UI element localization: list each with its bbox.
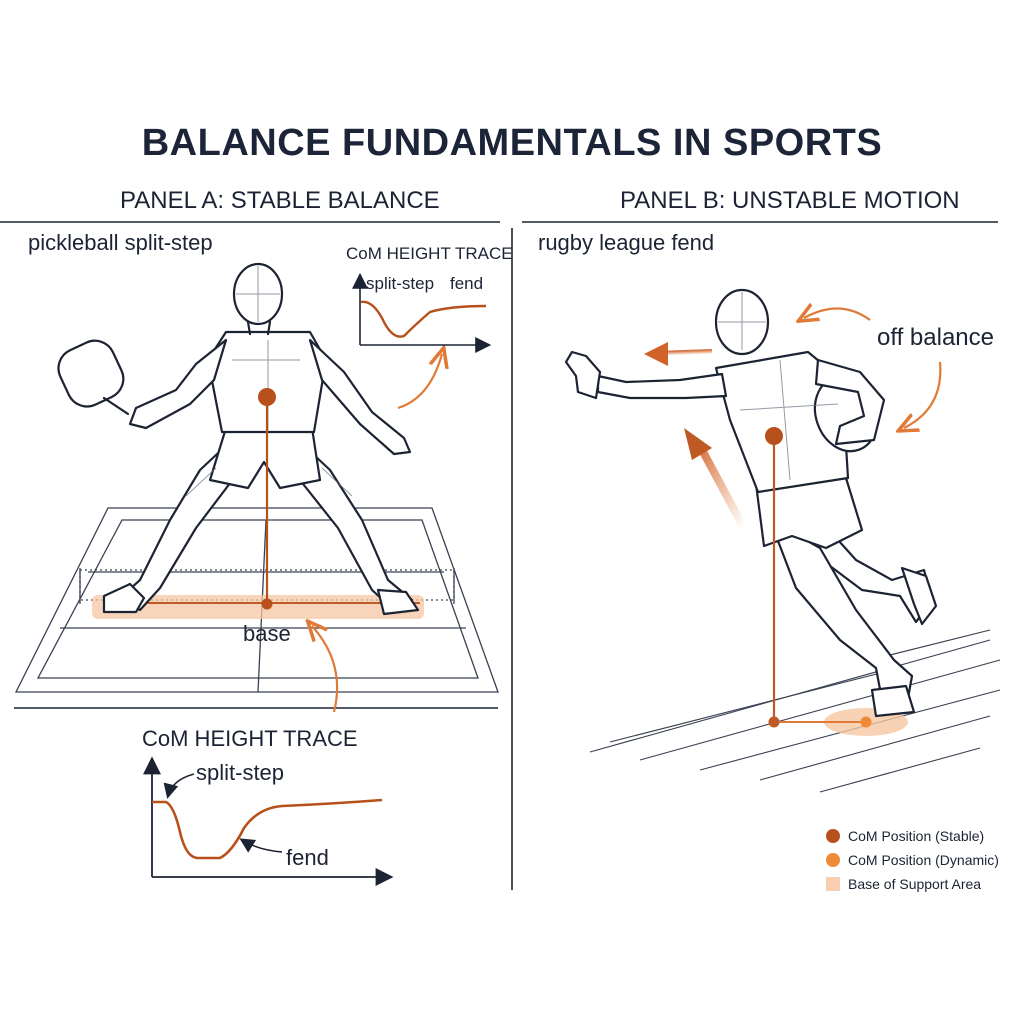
trace-axes [143,756,394,886]
panel-a-heading: PANEL A: STABLE BALANCE [120,187,440,214]
inset-trace-label-left: split-step [366,274,435,293]
com-marker-stable-b [765,427,783,445]
inset-trace-axes [352,272,492,353]
panel-dividers [0,221,998,890]
com-marker-stable-a [258,388,276,406]
legend-label: Base of Support Area [848,876,982,892]
trace-label-fend: fend [286,845,329,870]
legend-item-com-dynamic: CoM Position (Dynamic) [826,848,999,872]
arrow-to-inset [397,354,442,410]
inset-trace-line [360,300,487,338]
arrow-off-balance-top [804,308,871,320]
pickleball-player [57,262,420,616]
legend-swatch-dynamic [826,853,840,867]
arrow-to-base [312,626,339,713]
rugby-player [564,288,938,718]
legend-item-com-stable: CoM Position (Stable) [826,824,999,848]
trace-label-split-step: split-step [196,760,285,785]
legend-label: CoM Position (Stable) [848,828,985,844]
legend-item-base-support: Base of Support Area [826,872,999,896]
inset-trace-label-right: fend [450,274,484,293]
arrow-off-balance-bottom [904,361,942,428]
legend-label: CoM Position (Dynamic) [848,852,999,868]
panel-b-subtitle: rugby league fend [538,230,715,255]
off-balance-label: off balance [877,324,994,351]
trace-title: CoM HEIGHT TRACE [142,726,358,751]
legend: CoM Position (Stable) CoM Position (Dyna… [826,824,999,896]
base-of-support-a [92,595,424,619]
arrow-body-lean [696,444,748,530]
arrow-split-step [163,773,195,799]
panel-b-heading: PANEL B: UNSTABLE MOTION [620,187,960,214]
com-projection-a [261,598,273,610]
com-marker-dynamic-b [860,716,872,728]
main-title: BALANCE FUNDAMENTALS IN SPORTS [141,122,883,164]
com-projection-b [768,716,780,728]
arrow-fend [239,838,283,853]
legend-swatch-base [826,877,840,891]
panel-a-subtitle: pickleball split-step [28,230,213,255]
legend-swatch-stable [826,829,840,843]
trace-line [152,798,383,860]
base-label: base [243,621,291,646]
inset-trace-title: CoM HEIGHT TRACE [346,244,513,263]
motion-lines [589,629,1001,793]
